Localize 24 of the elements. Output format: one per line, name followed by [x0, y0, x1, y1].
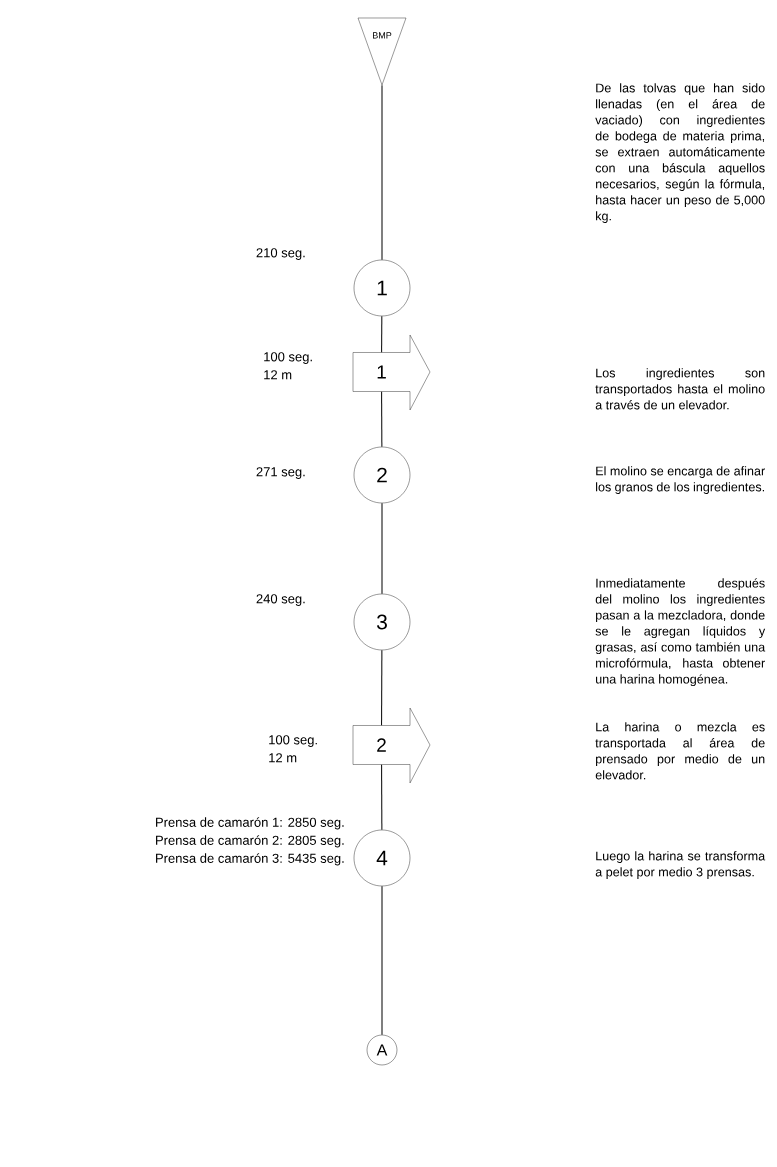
description-text: Los ingredientes son transportados hasta el molino a través de un elevador.	[595, 368, 765, 410]
flow-line	[381, 315, 383, 353]
description-text: Luego la harina se transforma a pelet por medio 3 prensas.	[595, 851, 766, 879]
flow-line	[381, 764, 383, 831]
flow-line	[381, 649, 383, 726]
description-text: De las tolvas que han sido llenadas (en el área de vaciado) con ingredientes de bodega de materia prima, se extraen automáticamente con una báscula aquellos necesarios, según la fórmula, hasta hacer un peso de 5,000 kg.	[595, 83, 765, 223]
time-label: 100 seg.	[269, 735, 317, 747]
time-label: 12 m	[264, 370, 292, 380]
time-label: Prensa de camarón 2: 2805 seg.	[156, 835, 344, 848]
time-label: 240 seg.	[256, 594, 305, 606]
flow-line	[381, 885, 383, 1036]
description-text: Inmediatamente después del molino los ingredientes pasan a la mezcladora, donde se le agregan líquidos y grasas, así como también una microfórmula, hasta obtener una harina homogénea.	[595, 578, 766, 687]
flow-line	[381, 391, 383, 448]
time-label: 12 m	[269, 753, 297, 763]
flow-line	[381, 84, 383, 261]
time-label: 210 seg.	[256, 248, 305, 260]
description-text: El molino se encarga de afinar los granos de los ingredientes.	[596, 466, 765, 494]
time-label: Prensa de camarón 1: 2850 seg.	[156, 817, 344, 830]
time-label: 271 seg.	[256, 467, 305, 479]
flow-line	[381, 502, 383, 595]
description-text: La harina o mezcla es transportada al área de prensado por medio de un elevador.	[595, 722, 765, 780]
time-label: Prensa de camarón 3: 5435 seg.	[156, 853, 344, 866]
storage-triangle: BMP	[357, 17, 407, 86]
time-label: 100 seg.	[264, 352, 312, 364]
